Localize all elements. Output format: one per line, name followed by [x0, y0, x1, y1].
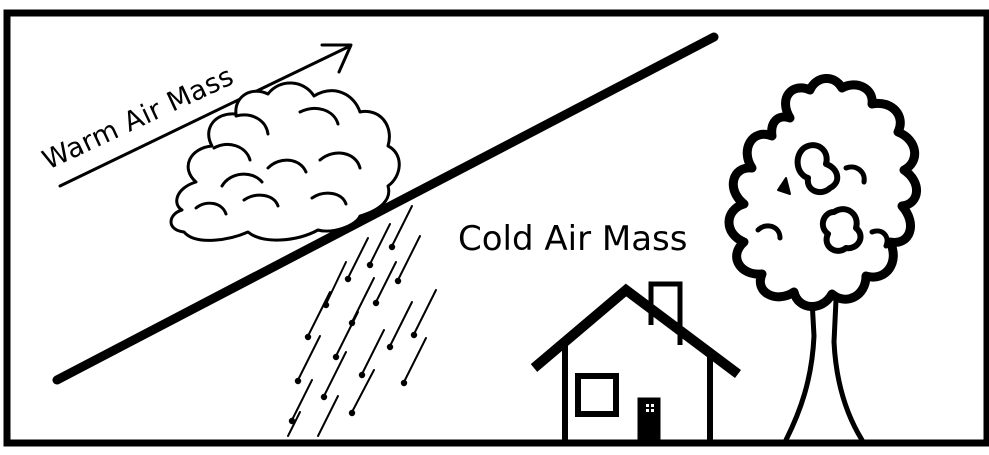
house-window	[578, 376, 616, 414]
cold-air-mass-label: Cold Air Mass	[458, 219, 687, 259]
house-icon	[534, 284, 738, 440]
front-boundary-line	[57, 37, 714, 380]
tree-icon	[729, 78, 917, 440]
rain-streaks	[288, 206, 436, 436]
